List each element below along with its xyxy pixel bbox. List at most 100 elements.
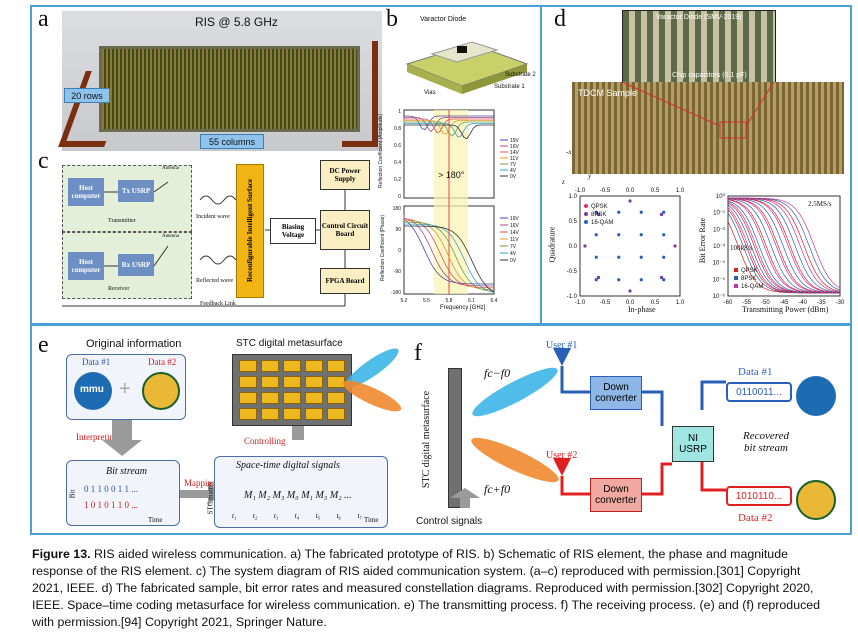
c-receiver: Receiver [108, 286, 130, 292]
e-data2: Data #2 [148, 357, 177, 367]
const-point [662, 278, 666, 282]
const-point [596, 212, 601, 217]
meta-cell [283, 408, 301, 420]
panel-label-b: b [386, 6, 398, 32]
const-legend-label: 8PSK [591, 212, 606, 218]
meta-cell [261, 408, 279, 420]
ber-xtick: -50 [761, 300, 770, 306]
caption-text: RIS aided wireless communication. a) The… [32, 547, 821, 629]
b-legend2-label: 16V [510, 223, 520, 229]
d-axis-x: -x [566, 148, 572, 156]
c-tx-usrp: Tx USRP [118, 180, 154, 202]
d-axis-y: y [588, 172, 592, 180]
ber-legend-label: 16-QAM [741, 284, 763, 290]
b-legend2-label: 14V [510, 230, 520, 236]
c-antenna1: Antenna [162, 166, 179, 171]
ber-ytick: 10⁻⁵ [713, 276, 726, 283]
f-metasurface-strip [448, 368, 462, 508]
b-xtick: 5.5 [423, 298, 430, 304]
ber-ytick: 10⁻⁶ [713, 293, 726, 300]
const-point [628, 289, 632, 293]
const-point [617, 233, 621, 237]
const-point [639, 233, 643, 237]
e-beams [342, 348, 402, 412]
e-logo2 [142, 372, 180, 410]
d-closeup-photo [622, 10, 776, 84]
ber-curve [728, 197, 841, 289]
ris-photo [58, 11, 382, 151]
ber-chart: -60-55-50-45-40-35-3010⁰10⁻¹10⁻²10⁻³10⁻⁴… [713, 193, 845, 306]
const-xtick-top: 0.0 [626, 188, 635, 194]
e-time2: Time [364, 516, 379, 524]
f-down1: Down converter [590, 376, 642, 410]
ber-legend-marker [734, 268, 738, 272]
panel-label-a: a [38, 6, 49, 32]
time-tick-label: t₂ [252, 512, 258, 520]
b-varactor-label: Varactor Diode [420, 16, 467, 23]
b-amp-curve [403, 120, 494, 135]
ris-title: RIS @ 5.8 GHz [195, 15, 278, 29]
e-plus: + [119, 378, 131, 400]
meta-cell [327, 392, 345, 404]
const-point [617, 278, 621, 282]
e-metasurface [232, 354, 352, 426]
b-legend2-label: 4V [510, 251, 517, 257]
ber-ann1: 2.5MS/s [808, 200, 832, 208]
b-amp-curve [403, 124, 494, 140]
b-top-ytick: 0.4 [394, 160, 401, 166]
f-bits1: 0110011... [726, 382, 792, 402]
meta-cell [283, 360, 301, 372]
b-bottom-ytick: 180 [393, 206, 402, 212]
time-tick-label: t₁ [232, 512, 237, 520]
ber-legend-label: QPSK [741, 268, 758, 274]
const-point [662, 255, 666, 259]
f-data1: Data #1 [738, 366, 773, 378]
const-xtick: 0.5 [651, 300, 660, 306]
meta-cell [239, 360, 257, 372]
e-orig: Original information [86, 338, 182, 350]
const-xtick-top: -0.5 [600, 188, 611, 194]
const-ylabel: Quadrature [547, 226, 557, 263]
ber-ytick: 10⁻² [713, 227, 725, 233]
ber-legend-marker [734, 284, 738, 288]
b-xtick: 6.1 [468, 298, 475, 304]
meta-cell [305, 376, 323, 388]
b-xlabel: Frequency [GHz] [440, 305, 486, 311]
rows-badge: 20 rows [64, 88, 110, 103]
const-point [639, 210, 643, 214]
constellation-chart: -1.0-1.0-1.0-0.5-0.5-0.50.00.00.00.50.50… [567, 188, 685, 306]
f-recovered: Recovered bit stream [742, 430, 789, 454]
d-sample: TDCM Sample [578, 88, 638, 98]
const-xtick: -0.5 [600, 300, 611, 306]
const-legend-label: 16-QAM [591, 220, 613, 226]
f-logo1 [796, 376, 836, 416]
time-tick-label: t₃ [273, 512, 279, 520]
b-bottom-ytick: 90 [395, 227, 401, 233]
c-antenna2: Antenna [162, 234, 179, 239]
caption-figure-number: Figure 13. [32, 547, 91, 561]
b-amp-curve [403, 123, 494, 138]
ris-frame-right [342, 41, 378, 147]
time-tick-label: t₅ [315, 512, 321, 520]
ber-frame [727, 195, 841, 297]
panel-label-d: d [554, 6, 566, 32]
meta-cell [327, 408, 345, 420]
meta-cell [305, 408, 323, 420]
const-point [659, 212, 664, 217]
time-tick-label: t₇ [357, 512, 362, 520]
const-xtick-top: 0.5 [651, 188, 660, 194]
ber-xtick: -45 [780, 300, 789, 306]
b-xtick: 5.8 [446, 298, 453, 304]
ris-board [102, 49, 357, 129]
const-legend-label: QPSK [591, 204, 608, 210]
e-mapping: Mapping [184, 478, 217, 488]
c-feedback: Feedback Link [200, 301, 236, 307]
const-xtick: 1.0 [676, 300, 685, 306]
ber-ann2: 100kS/s [730, 244, 753, 252]
const-ytick: -1.0 [567, 294, 578, 300]
meta-cell [327, 360, 345, 372]
const-point [639, 278, 643, 282]
f-fplus: fc+f0 [484, 482, 511, 496]
e-interp: Interpreting [76, 432, 119, 442]
